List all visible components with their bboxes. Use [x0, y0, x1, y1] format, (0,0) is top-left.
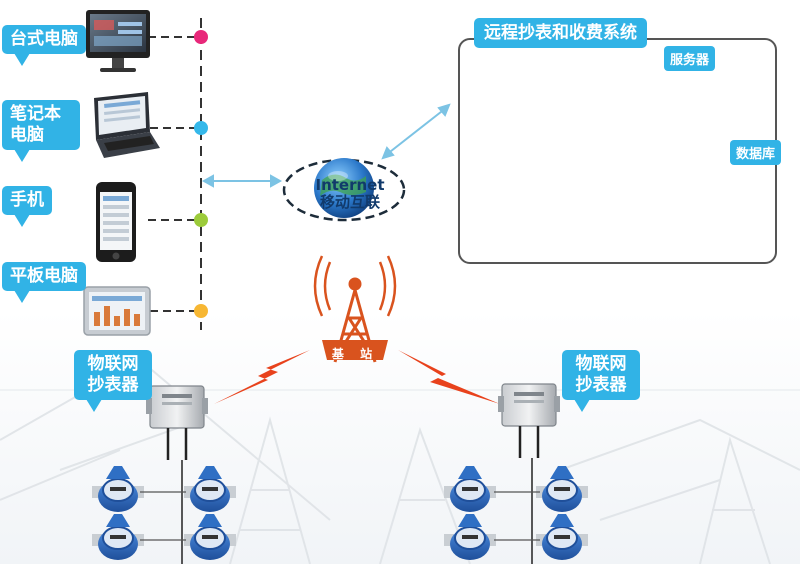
water-meter-icon — [184, 466, 236, 512]
internet-line1: Internet — [315, 176, 385, 194]
left-signal-bolt-icon — [214, 350, 310, 404]
base-station-plate — [322, 340, 388, 360]
water-meter-icon — [444, 514, 496, 560]
internet-label: Internet 移动互联 — [297, 177, 403, 211]
tablet-label: 平板电脑 — [2, 262, 86, 303]
right-reader-label: 物联网 抄表器 — [562, 350, 640, 412]
tablet-icon — [83, 286, 151, 336]
database-label: 数据库 — [730, 140, 782, 165]
left-reader-label: 物联网 抄表器 — [74, 350, 152, 412]
base-station-label: 基 站 — [331, 347, 379, 361]
laptop-link-dot — [194, 121, 208, 135]
water-meter-icon — [184, 514, 236, 560]
water-meter-icon — [92, 514, 144, 560]
desktop-monitor-icon — [86, 10, 150, 72]
phone-icon — [96, 182, 136, 262]
water-meter-icon — [536, 466, 588, 512]
tablet-link-dot — [194, 304, 208, 318]
water-meter-icon — [536, 514, 588, 560]
water-meters-right — [444, 466, 588, 560]
system-title: 远程抄表和收费系统 — [474, 18, 647, 48]
left-reader-device-icon — [146, 385, 208, 564]
water-meter-icon — [444, 466, 496, 512]
phone-label: 手机 — [2, 186, 52, 227]
water-meter-icon — [92, 466, 144, 512]
right-reader-device-icon — [498, 383, 560, 564]
laptop-icon — [94, 92, 160, 158]
laptop-label: 笔记本 电脑 — [2, 100, 80, 162]
phone-link-dot — [194, 213, 208, 227]
right-signal-bolt-icon — [398, 350, 500, 404]
internet-line2: 移动互联 — [319, 193, 380, 211]
water-meters-left — [92, 466, 236, 560]
desktop-label: 台式电脑 — [2, 25, 86, 66]
internet-globe-icon — [282, 158, 406, 222]
server-label: 服务器 — [664, 46, 716, 71]
desktop-link-dot — [194, 30, 208, 44]
